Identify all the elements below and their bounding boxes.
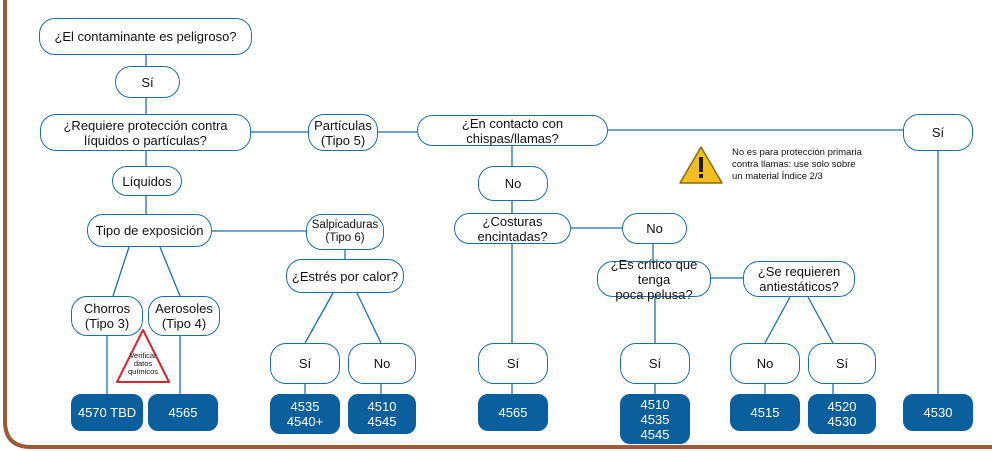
node-sparks-no: No (478, 166, 548, 201)
node-antistatic-question: ¿Se requieren antiestáticos? (743, 261, 855, 297)
result-4530: 4530 (903, 394, 973, 431)
node-liquids-or-particles-question: ¿Requiere protección contra líquidos o p… (40, 114, 251, 151)
result-4510-4535-4545: 4510 4535 4545 (620, 394, 690, 444)
result-4565-aerosols: 4565 (148, 394, 218, 431)
result-4515: 4515 (730, 394, 800, 431)
connector-lines (106, 55, 939, 394)
node-antistatic-yes: Sí (808, 343, 876, 384)
result-4535-4540: 4535 4540+ (270, 394, 340, 434)
node-taped-seams-question: ¿Costuras encintadas? (454, 213, 571, 244)
node-yes-hazardous: Sí (115, 66, 180, 98)
result-4520-4530: 4520 4530 (808, 394, 876, 434)
frame-border (3, 0, 992, 449)
node-aerosols-type4: Aerosoles (Tipo 4) (148, 296, 220, 336)
node-sparks-contact-question: ¿En contacto con chispas/llamas? (417, 115, 608, 146)
node-splashes-type6: Salpicaduras (Tipo 6) (306, 214, 384, 250)
node-lint-yes: Sí (620, 343, 690, 384)
node-jets-type3: Chorros (Tipo 3) (71, 296, 143, 336)
result-4570: 4570 TBD (71, 394, 143, 431)
node-hazardous-question: ¿El contaminante es peligroso? (39, 18, 252, 55)
node-particles-type5: Partículas (Tipo 5) (308, 114, 378, 151)
node-liquids: Líquidos (112, 166, 182, 196)
node-seams-no: No (622, 213, 687, 244)
node-heat-no: No (348, 343, 416, 384)
result-4510-4545: 4510 4545 (348, 394, 416, 434)
node-exposure-type: Tipo de exposición (87, 214, 212, 247)
node-heat-yes: Sí (270, 343, 340, 384)
node-heat-stress-question: ¿Estrés por calor? (286, 259, 404, 293)
node-seams-yes: Sí (478, 343, 548, 384)
node-sparks-yes: Sí (903, 114, 973, 151)
node-low-lint-question: ¿Es crítico que tenga poca pelusa? (597, 257, 711, 302)
result-4565-seams: 4565 (478, 394, 548, 431)
flame-warning-note: No es para protección primaria contra ll… (732, 147, 862, 182)
warning-triangle-icon (679, 146, 723, 184)
node-antistatic-no: No (730, 343, 800, 384)
verify-chemical-data-label: Verificar datos químicos (127, 351, 158, 376)
verify-chemical-data-icon (116, 329, 170, 383)
